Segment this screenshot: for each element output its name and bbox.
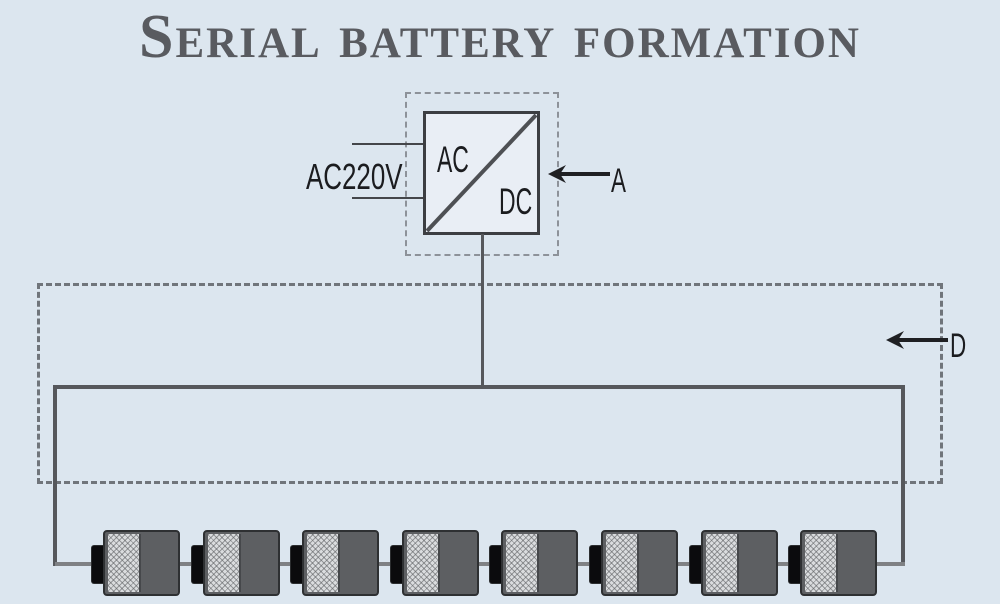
battery-cell [192,530,280,596]
ac-input-line-top [352,143,424,145]
arrow-d-icon [886,331,948,349]
battery-stripe-icon [805,534,838,592]
battery-body-icon [103,530,180,596]
battery-stripe-icon [407,534,440,592]
converter-dc-label: DC [499,181,533,222]
bus-cabinet-dashed-box [37,283,943,484]
ac-input-label: AC220V [306,156,403,197]
battery-stripe-icon [307,534,340,592]
battery-stripe-icon [706,534,739,592]
battery-body-icon [601,530,678,596]
battery-stripe-icon [606,534,639,592]
bus-right-riser-wire [901,385,905,564]
battery-body-icon [800,530,877,596]
arrow-d-label: D [950,327,967,365]
battery-cell [789,530,877,596]
converter-ac-label: AC [437,139,469,180]
battery-body-icon [501,530,578,596]
battery-string-wire [55,562,905,566]
battery-cell [490,530,578,596]
battery-stripe-icon [506,534,539,592]
battery-cell [291,530,379,596]
battery-body-icon [701,530,778,596]
arrow-a-label: A [611,162,626,200]
battery-body-icon [302,530,379,596]
ac-input-line-bottom [352,197,424,199]
battery-cell [690,530,778,596]
battery-stripe-icon [108,534,141,592]
battery-cell [590,530,678,596]
battery-cell [391,530,479,596]
converter-box [423,111,540,235]
battery-stripe-icon [208,534,241,592]
bus-left-riser-wire [53,385,57,566]
converter-diagonal-icon [426,114,537,232]
battery-cell [92,530,180,596]
dc-bus-bar [53,385,905,389]
arrow-a-icon [548,165,610,183]
diagram-title: Serial battery formation [139,3,861,71]
battery-body-icon [203,530,280,596]
converter-output-wire [481,234,484,387]
battery-body-icon [402,530,479,596]
